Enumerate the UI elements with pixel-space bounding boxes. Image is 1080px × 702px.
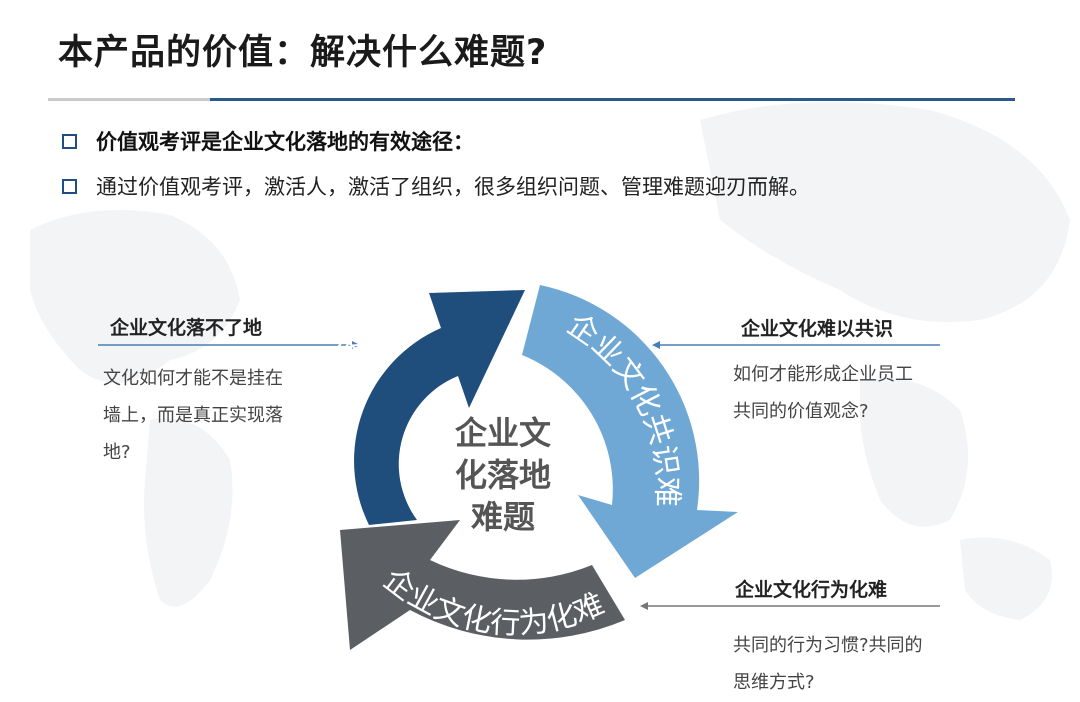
title-underline-blue [210, 98, 1015, 101]
center-label-line-2: 化落地 [454, 456, 551, 494]
left-panel-line-1: 文化如何才能不是挂在 [103, 368, 283, 389]
right-top-panel-line-2: 共同的价值观念? [733, 401, 869, 422]
right-bottom-panel-line-2: 思维方式? [733, 672, 815, 693]
right-bottom-panel-text: 共同的行为习惯?共同的 思维方式? [733, 627, 923, 701]
bullet-text-1: 价值观考评是企业文化落地的有效途径： [96, 130, 474, 154]
center-label: 企业文 化落地 难题 [440, 412, 566, 538]
left-panel-heading: 企业文化落不了地 [110, 317, 263, 339]
square-bullet-icon [62, 133, 77, 149]
page-title: 本产品的价值：解决什么难题? [58, 33, 548, 73]
right-bottom-connector-arrowhead [640, 602, 648, 610]
left-panel-line-2: 墙上，而是真正实现落 [103, 405, 283, 426]
left-panel-text: 文化如何才能不是挂在 墙上，而是真正实现落 地? [103, 360, 283, 471]
light-blue-cycle-arrow [522, 285, 738, 578]
right-top-connector-arrowhead [652, 341, 660, 349]
left-connector-arrowhead [352, 341, 360, 349]
bullet-item-1: 价值观考评是企业文化落地的有效途径： [62, 126, 474, 156]
right-bottom-panel-heading: 企业文化行为化难 [735, 579, 888, 601]
right-top-panel-line-1: 如何才能形成企业员工 [733, 364, 913, 385]
right-top-panel-heading: 企业文化难以共识 [741, 318, 894, 340]
bullet-item-2: 通过价值观考评，激活人，激活了组织，很多组织问题、管理难题迎刃而解。 [62, 171, 810, 201]
right-top-panel-text: 如何才能形成企业员工 共同的价值观念? [733, 356, 913, 430]
bullet-text-2: 通过价值观考评，激活人，激活了组织，很多组织问题、管理难题迎刃而解。 [96, 175, 810, 199]
left-panel-line-3: 地? [103, 442, 131, 463]
center-label-line-3: 难题 [470, 498, 535, 536]
square-bullet-icon [62, 178, 77, 194]
right-bottom-panel-line-1: 共同的行为习惯?共同的 [733, 635, 923, 656]
center-label-line-1: 企业文 [454, 414, 551, 452]
gray-cycle-arrow [340, 520, 625, 650]
dark-blue-cycle-arrow [354, 290, 525, 525]
title-underline-gray [48, 98, 210, 101]
